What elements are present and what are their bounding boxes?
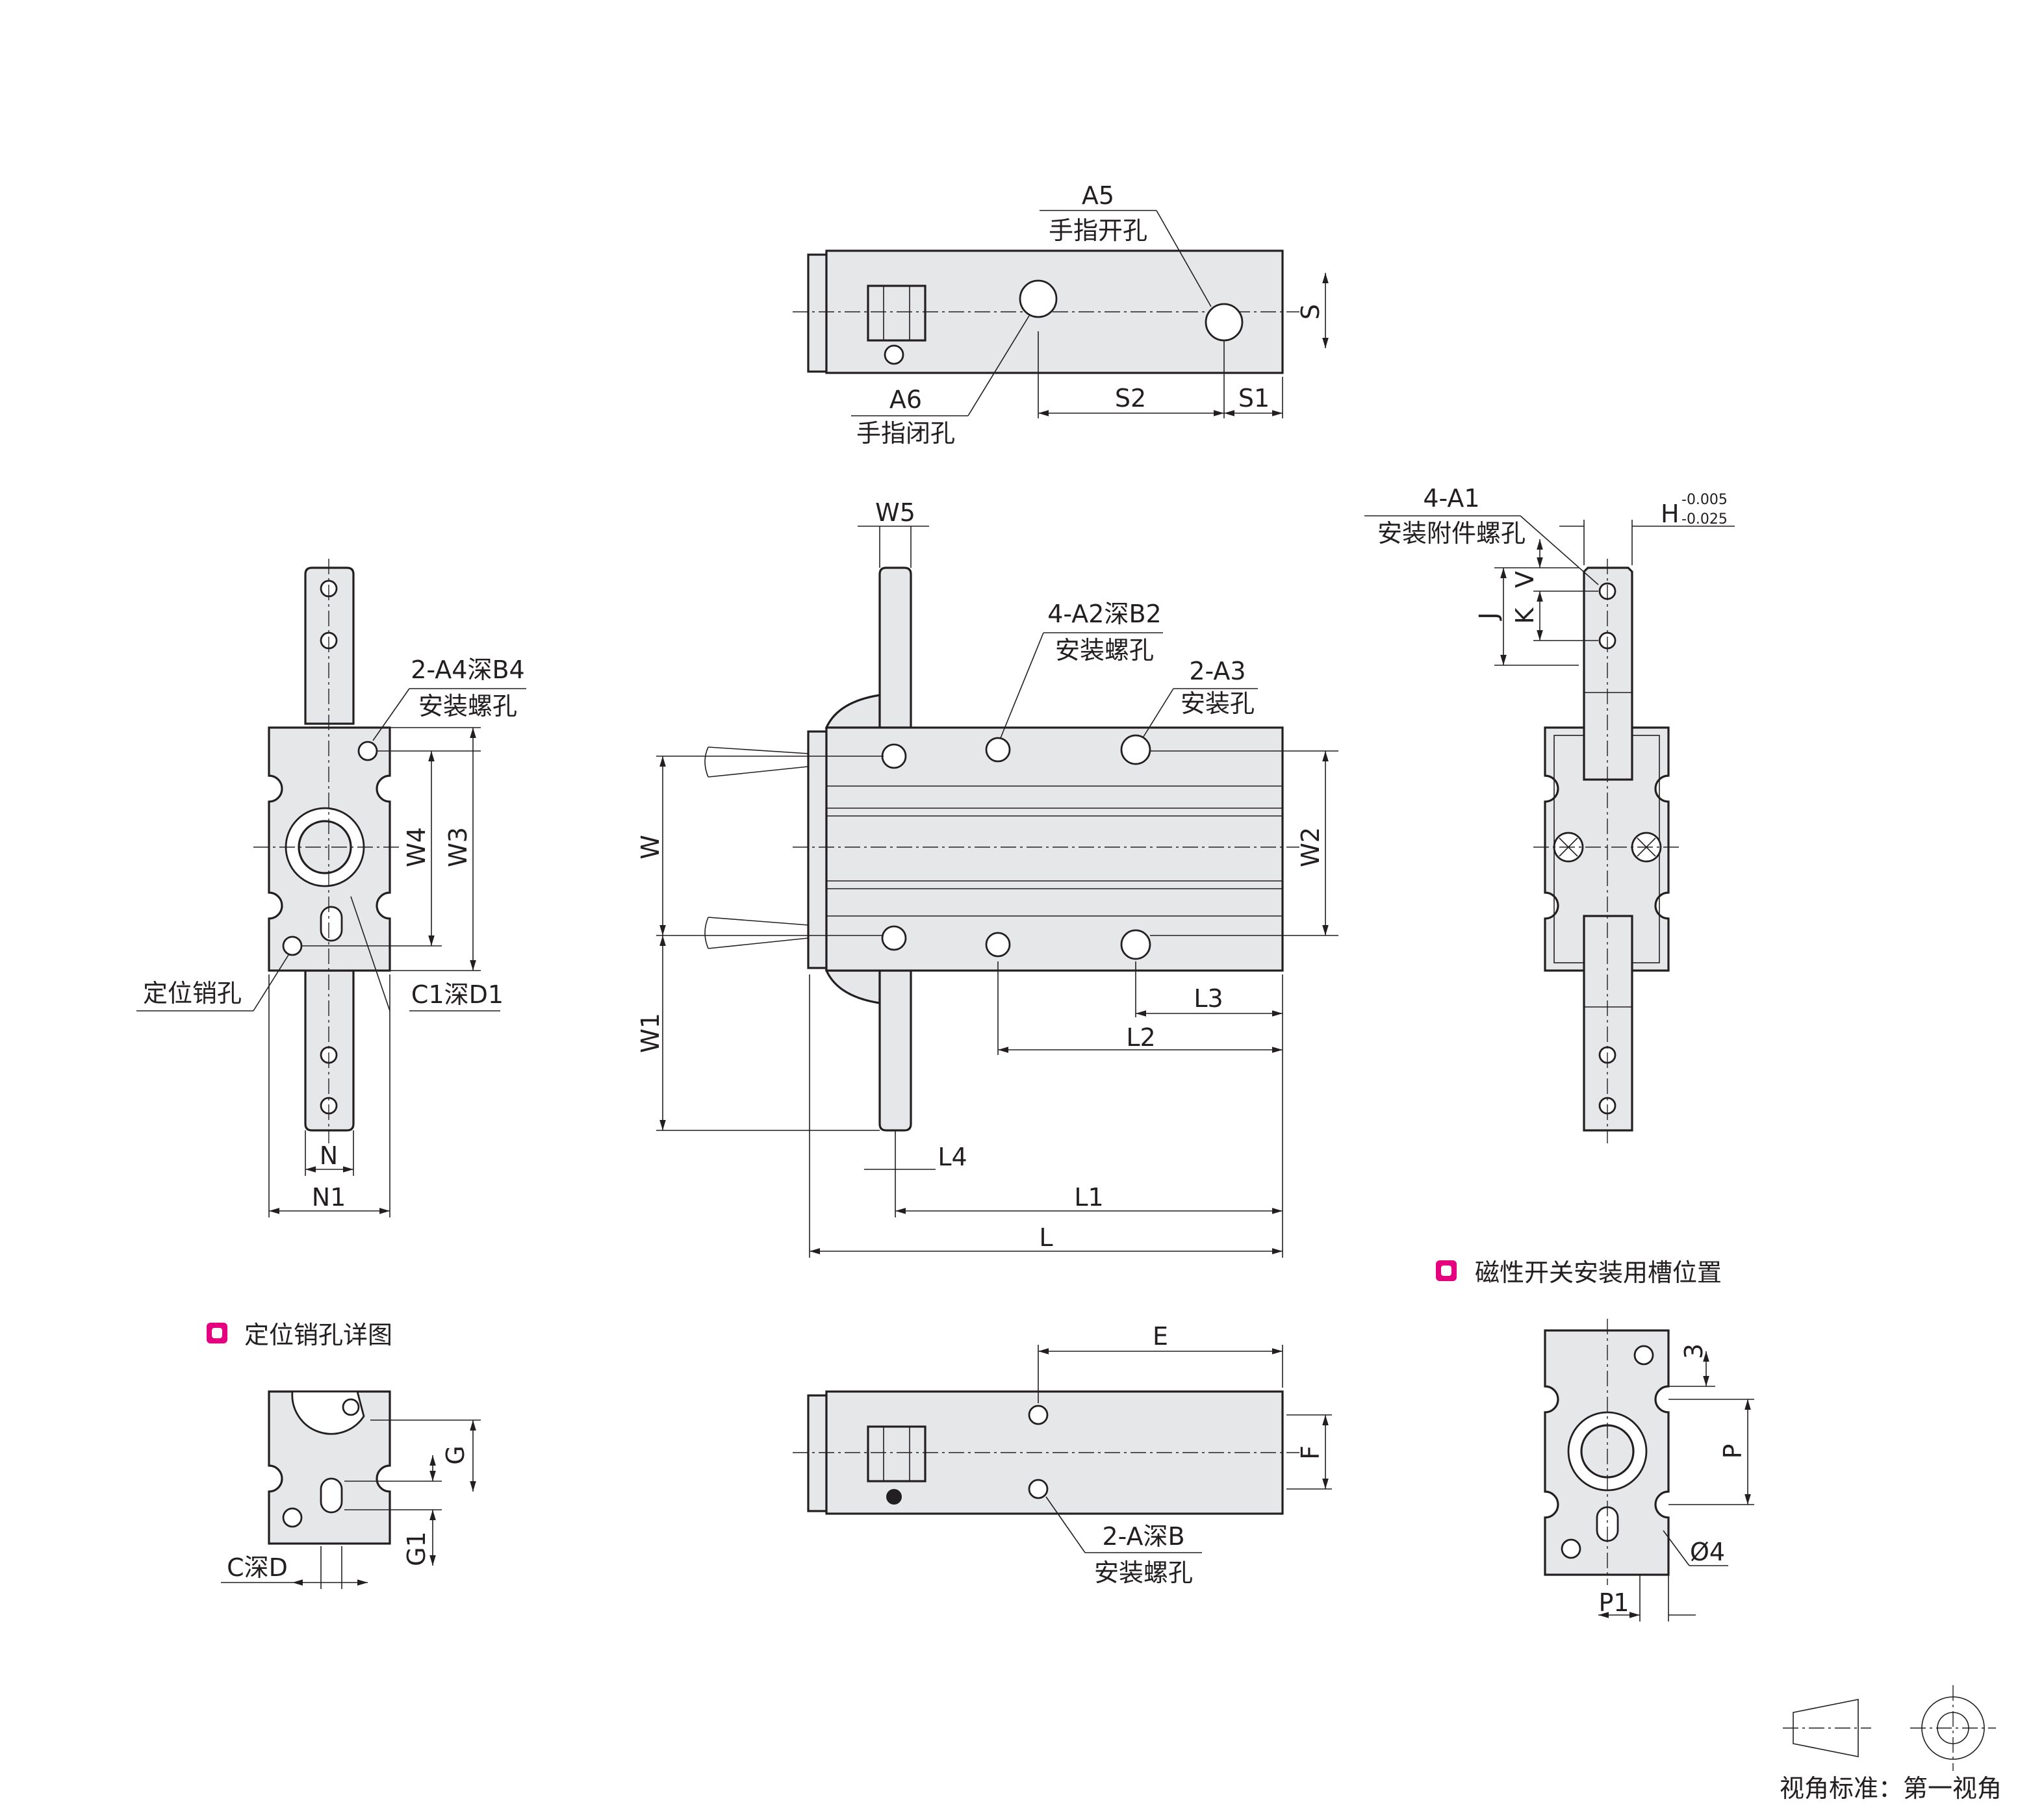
dim-s: S [1296, 304, 1325, 320]
dim-w3: W3 [444, 827, 472, 867]
label-mount-hole: 安装孔 [1181, 689, 1255, 718]
dim-s2: S2 [1115, 384, 1146, 413]
dim-l1: L1 [1074, 1183, 1103, 1212]
label-a6: A6 [889, 385, 922, 414]
first-angle-projection-symbol: 视角标准：第一视角 [1780, 1685, 2002, 1803]
label-c1: C1深D1 [411, 980, 504, 1009]
dim-n1: N1 [312, 1183, 346, 1212]
screw-icon [886, 1489, 902, 1505]
dim-v: V [1511, 571, 1539, 588]
dim-l3: L3 [1194, 984, 1223, 1013]
label-a3: 2-A3 [1189, 657, 1246, 685]
label-finger-open-hole: 手指开孔 [1049, 216, 1147, 245]
section-title-pin-detail: 定位销孔详图 [244, 1321, 392, 1349]
dim-w1: W1 [636, 1013, 665, 1053]
dim-l2: L2 [1126, 1023, 1155, 1052]
dim-f: F [1296, 1445, 1325, 1460]
front-view: W5 4-A2深B2 安装螺孔 2-A3 安装孔 W W2 W1 L3 L2 L… [636, 498, 1338, 1258]
dim-s1: S1 [1238, 384, 1270, 413]
label-mount-screw-left: 安装螺孔 [418, 692, 517, 720]
dim-h: H [1661, 500, 1680, 528]
dim-w2: W2 [1296, 827, 1325, 867]
label-locating-pin-hole: 定位销孔 [143, 979, 242, 1008]
dim-p1: P1 [1598, 1588, 1629, 1617]
label-mount-screw: 安装螺孔 [1055, 636, 1154, 665]
dim-w4: W4 [402, 827, 431, 867]
dim-g: G [441, 1445, 470, 1464]
tolerance-upper: -0.005 [1681, 492, 1728, 508]
label-a4: 2-A4深B4 [411, 655, 524, 684]
dim-l: L [1039, 1223, 1053, 1252]
left-view: 2-A4深B4 安装螺孔 W4 W3 定位销孔 C1深D1 N N1 [136, 559, 526, 1217]
dim-3: 3 [1680, 1343, 1708, 1359]
dim-diameter-4: Ø4 [1690, 1538, 1725, 1566]
bottom-view: E F 2-A深B 安装螺孔 [793, 1322, 1332, 1587]
dim-n: N [320, 1141, 338, 1170]
dim-w: W [636, 835, 665, 859]
top-view: A5 手指开孔 A6 手指闭孔 S2 S1 S [793, 181, 1329, 448]
pin-detail: 定位销孔详图 G G1 C深D [207, 1321, 481, 1589]
dim-k: K [1511, 607, 1539, 624]
dim-e: E [1153, 1322, 1168, 1351]
label-a5: A5 [1082, 181, 1114, 210]
label-finger-close-hole: 手指闭孔 [856, 419, 955, 448]
finger-close-hole [1019, 279, 1058, 318]
label-a1: 4-A1 [1423, 484, 1479, 513]
label-mount-screw-bottom: 安装螺孔 [1094, 1558, 1193, 1587]
dim-j: J [1474, 612, 1503, 620]
label-a: 2-A深B [1102, 1522, 1184, 1551]
dim-p: P [1718, 1444, 1747, 1459]
tolerance-lower: -0.025 [1681, 511, 1728, 528]
finger-open-hole [1205, 303, 1244, 342]
switch-slot-detail: 磁性开关安装用槽位置 3 P Ø4 P1 [1436, 1258, 1754, 1622]
dim-l4: L4 [938, 1143, 967, 1171]
section-title-switch-slot: 磁性开关安装用槽位置 [1475, 1258, 1722, 1287]
projection-standard-label: 视角标准：第一视角 [1780, 1774, 2002, 1803]
label-a2: 4-A2深B2 [1047, 600, 1161, 628]
label-c-depth-d: C深D [227, 1553, 288, 1582]
hex-screw-icon [884, 344, 904, 365]
dim-g1: G1 [402, 1531, 431, 1566]
dim-w5: W5 [875, 498, 915, 527]
label-accessory-screw: 安装附件螺孔 [1377, 519, 1526, 548]
right-view: 4-A1 安装附件螺孔 H -0.005 -0.025 J K V [1364, 484, 1735, 1143]
